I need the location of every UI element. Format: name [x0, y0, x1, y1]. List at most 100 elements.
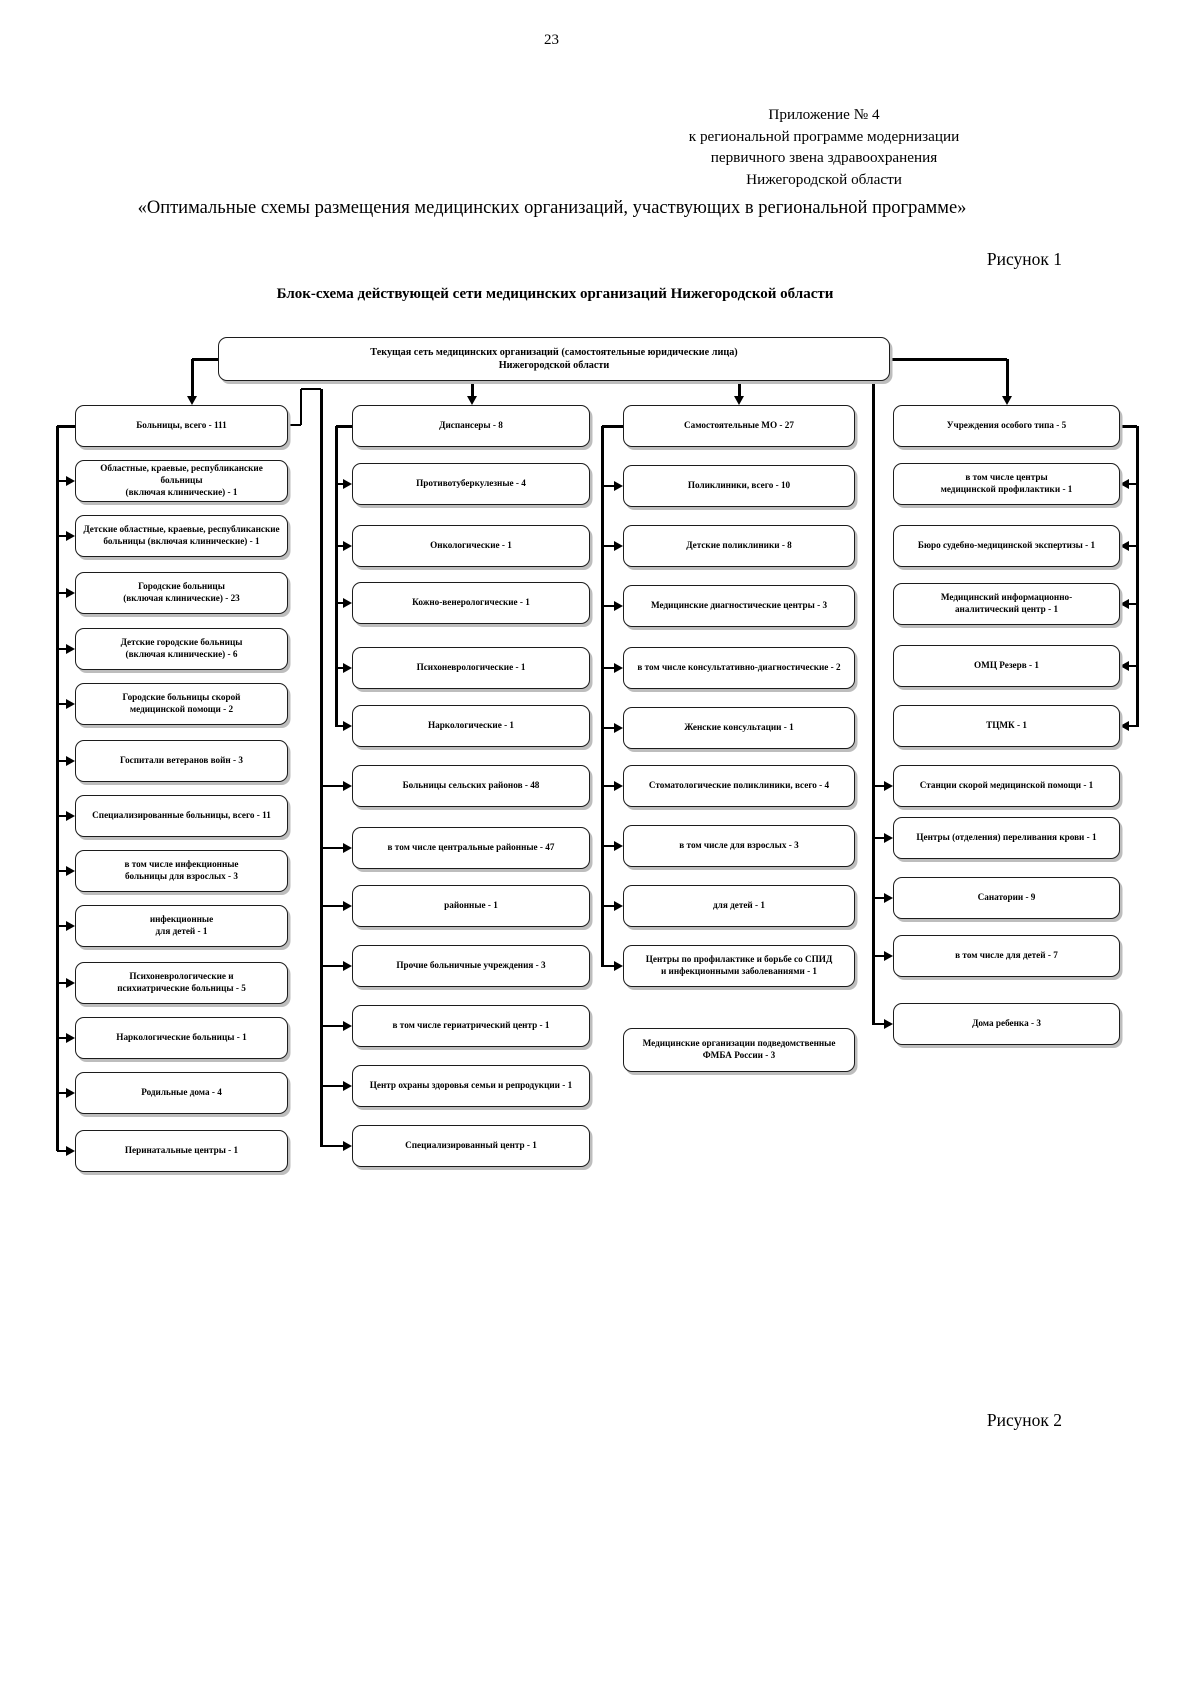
- arrowhead-right: [884, 832, 893, 843]
- flow-box: Областные, краевые, республиканские боль…: [75, 460, 288, 502]
- flow-box: Поликлиники, всего - 10: [623, 465, 855, 507]
- flow-box-root: Текущая сеть медицинских организаций (са…: [218, 337, 890, 381]
- connector-line: [1129, 602, 1137, 606]
- connector-line: [1129, 664, 1137, 668]
- flow-box: Станции скорой медицинской помощи - 1: [893, 765, 1120, 807]
- arrowhead-right: [614, 662, 623, 673]
- arrowhead-left: [1120, 720, 1129, 731]
- figure2-label: Рисунок 2: [986, 1410, 1062, 1430]
- flow-box: Специализированный центр - 1: [352, 1125, 590, 1167]
- flow-box: Наркологические больницы - 1: [75, 1017, 288, 1059]
- flow-box: ОМЦ Резерв - 1: [893, 645, 1120, 687]
- connector-line: [1135, 426, 1139, 727]
- arrowhead-left: [1120, 478, 1129, 489]
- appendix-line: первичного звена здравоохранения: [710, 149, 938, 167]
- connector-line: [873, 1022, 885, 1026]
- arrowhead-left: [1120, 598, 1129, 609]
- flow-box: Санатории - 9: [893, 877, 1120, 919]
- flow-box: Медицинские диагностические центры - 3: [623, 585, 855, 627]
- connector-line: [336, 544, 344, 548]
- arrowhead-right: [66, 530, 75, 541]
- arrowhead-right: [66, 810, 75, 821]
- connector-line: [57, 1091, 67, 1095]
- flow-box: Центры (отделения) переливания крови - 1: [893, 817, 1120, 859]
- arrowhead-right: [614, 900, 623, 911]
- arrowhead-down: [466, 396, 477, 405]
- connector-line: [470, 381, 474, 397]
- arrowhead-right: [343, 597, 352, 608]
- connector-line: [321, 1084, 344, 1088]
- connector-line: [602, 726, 615, 730]
- document-title: «Оптимальные схемы размещения медицински…: [137, 198, 967, 218]
- connector-line: [321, 964, 344, 968]
- flow-box: Медицинские организации подведомственные…: [623, 1028, 855, 1072]
- flow-box: в том числе для взрослых - 3: [623, 825, 855, 867]
- connector-line: [1129, 544, 1137, 548]
- arrowhead-right: [66, 1087, 75, 1098]
- arrowhead-right: [66, 475, 75, 486]
- flow-box: Больницы сельских районов - 48: [352, 765, 590, 807]
- connector-line: [321, 846, 344, 850]
- figure1-label: Рисунок 1: [986, 249, 1062, 269]
- connector-line: [190, 359, 194, 397]
- diagram-title: Блок-схема действующей сети медицинских …: [276, 286, 834, 302]
- flow-box: в том числе гериатрический центр - 1: [352, 1005, 590, 1047]
- connector-line: [57, 814, 67, 818]
- connector-line: [321, 904, 344, 908]
- flow-box: Учреждения особого типа - 5: [893, 405, 1120, 447]
- arrowhead-down: [733, 396, 744, 405]
- flow-box: Психоневрологические и психиатрические б…: [75, 962, 288, 1004]
- appendix-line: Нижегородской области: [746, 170, 902, 188]
- flow-box: инфекционные для детей - 1: [75, 905, 288, 947]
- flow-box: Центр охраны здоровья семьи и репродукци…: [352, 1065, 590, 1107]
- flow-box: в том числе консультативно-диагностическ…: [623, 647, 855, 689]
- flow-box: Кожно-венерологические - 1: [352, 582, 590, 624]
- arrowhead-right: [343, 1140, 352, 1151]
- connector-line: [602, 484, 615, 488]
- arrowhead-right: [343, 1020, 352, 1031]
- connector-line: [1129, 724, 1137, 728]
- connector-line: [602, 544, 615, 548]
- arrowhead-right: [343, 960, 352, 971]
- connector-line: [890, 357, 1007, 361]
- arrowhead-right: [884, 892, 893, 903]
- arrowhead-right: [343, 842, 352, 853]
- connector-line: [57, 702, 67, 706]
- flow-box: районные - 1: [352, 885, 590, 927]
- arrowhead-right: [343, 900, 352, 911]
- connector-line: [299, 389, 303, 425]
- flow-box: Детские поликлиники - 8: [623, 525, 855, 567]
- arrowhead-right: [614, 840, 623, 851]
- flow-box: Госпитали ветеранов войн - 3: [75, 740, 288, 782]
- connector-line: [602, 904, 615, 908]
- arrowhead-right: [343, 662, 352, 673]
- flow-box: Городские больницы скорой медицинской по…: [75, 683, 288, 725]
- arrowhead-right: [66, 698, 75, 709]
- flow-box: Перинатальные центры - 1: [75, 1130, 288, 1172]
- connector-line: [57, 647, 67, 651]
- flow-box: Родильные дома - 4: [75, 1072, 288, 1114]
- connector-line: [57, 479, 67, 483]
- arrowhead-right: [66, 643, 75, 654]
- arrowhead-left: [1120, 540, 1129, 551]
- arrowhead-right: [66, 920, 75, 931]
- arrowhead-right: [343, 1080, 352, 1091]
- connector-line: [602, 424, 623, 428]
- arrowhead-right: [66, 587, 75, 598]
- flow-box: Центры по профилактике и борьбе со СПИД …: [623, 945, 855, 987]
- flow-box: Стоматологические поликлиники, всего - 4: [623, 765, 855, 807]
- connector-line: [602, 964, 615, 968]
- appendix-block: Приложение № 4 к региональной программе …: [640, 104, 1008, 190]
- arrowhead-right: [884, 1018, 893, 1029]
- flow-box: Женские консультации - 1: [623, 707, 855, 749]
- arrowhead-right: [884, 950, 893, 961]
- flow-box: Самостоятельные МО - 27: [623, 405, 855, 447]
- arrowhead-right: [66, 977, 75, 988]
- page-number: 23: [544, 32, 559, 48]
- flow-box: в том числе центры медицинской профилакт…: [893, 463, 1120, 505]
- connector-line: [873, 784, 885, 788]
- arrowhead-down: [1001, 396, 1012, 405]
- flow-box: Медицинский информационно- аналитический…: [893, 583, 1120, 625]
